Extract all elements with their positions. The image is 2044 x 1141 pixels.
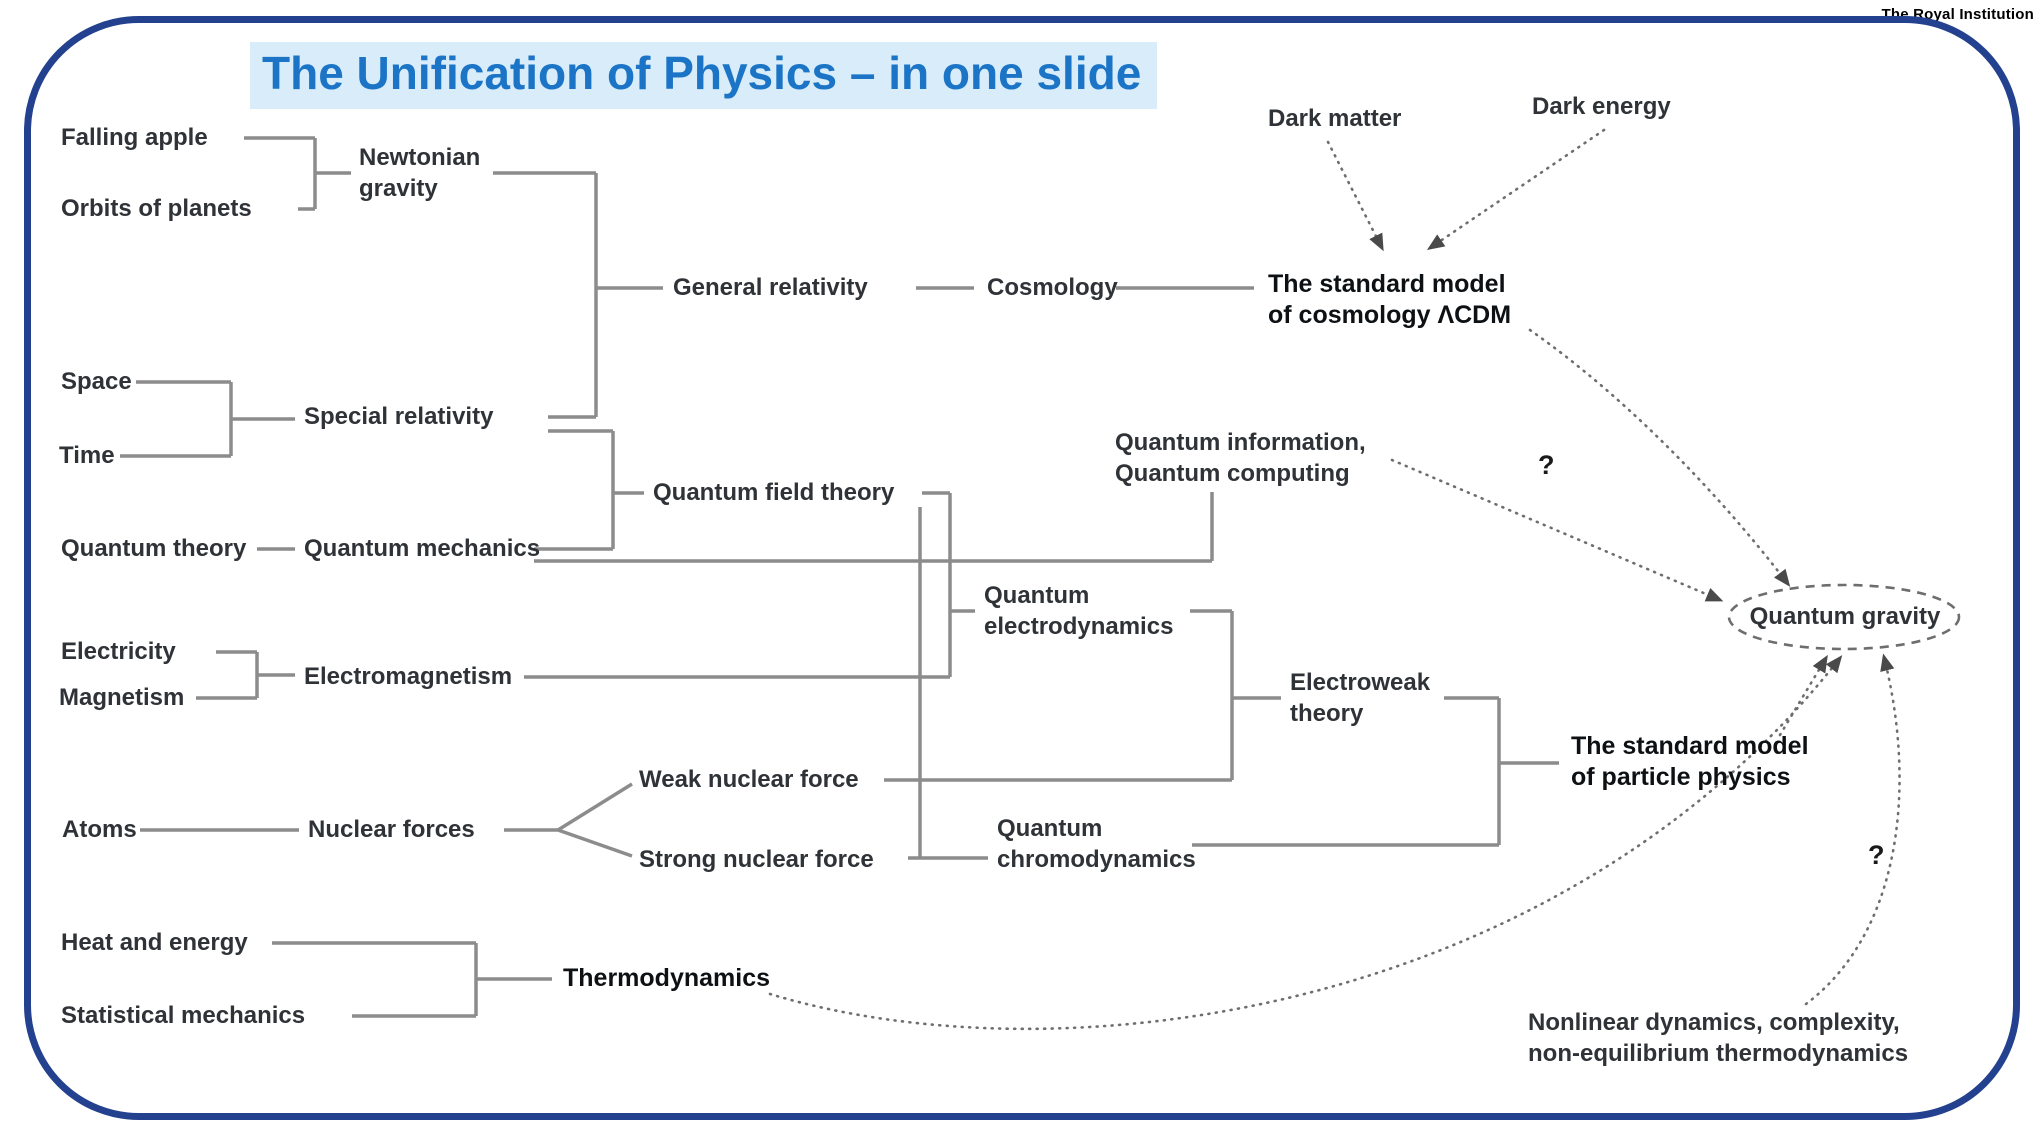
line-qed-weak-to-electroweak	[884, 609, 1281, 782]
node-electricity: Electricity	[61, 638, 176, 665]
node-dark-matter: Dark matter	[1268, 105, 1402, 132]
node-electromagnetism: Electromagnetism	[304, 663, 513, 690]
node-statistical-mechanics: Statistical mechanics	[61, 1002, 306, 1029]
node-quantum-theory: Quantum theory	[61, 535, 247, 562]
node-thermodynamics: Thermodynamics	[563, 964, 771, 992]
node-cosmology: Cosmology	[987, 274, 1118, 301]
node-quantum-chromodynamics: Quantum chromodynamics	[997, 815, 1196, 873]
line-qft-em-to-qed	[524, 491, 975, 679]
node-atoms: Atoms	[62, 816, 137, 843]
dotted-arrows	[768, 128, 1901, 1031]
quantum-gravity-ellipse	[1727, 583, 1961, 651]
node-orbits-of-planets: Orbits of planets	[61, 195, 252, 222]
node-quantum-gravity: Quantum gravity	[1749, 603, 1941, 630]
node-quantum-information: Quantum information, Quantum computing	[1115, 429, 1366, 487]
node-heat-and-energy: Heat and energy	[61, 929, 248, 956]
node-weak-nuclear-force: Weak nuclear force	[639, 766, 859, 793]
question-mark-nonlinear: ?	[1868, 840, 1885, 870]
node-general-relativity: General relativity	[673, 274, 868, 301]
line-electricity-magnetism-bracket	[196, 650, 295, 700]
line-sr-qm-to-qft	[534, 429, 644, 551]
line-newtonian-sr-to-gr	[493, 171, 663, 419]
arrow-smp-to-quantum-gravity	[1778, 654, 1828, 737]
line-space-time-bracket	[120, 380, 295, 458]
node-dark-energy: Dark energy	[1532, 93, 1671, 120]
slide-rounded-border	[24, 16, 2020, 1120]
arrow-dark-matter	[1326, 140, 1384, 252]
line-apple-orbits-bracket	[244, 136, 351, 211]
node-standard-model-cosmology: The standard model of cosmology ΛCDM	[1268, 270, 1512, 329]
node-space: Space	[61, 368, 132, 395]
node-nuclear-forces: Nuclear forces	[308, 816, 475, 843]
node-quantum-field-theory: Quantum field theory	[653, 479, 895, 506]
slide-title: The Unification of Physics – in one slid…	[250, 42, 1158, 109]
arrow-thermo-to-quantum-gravity	[768, 655, 1843, 1031]
node-quantum-electrodynamics: Quantum electrodynamics	[984, 582, 1174, 640]
node-falling-apple: Falling apple	[61, 124, 208, 151]
node-time: Time	[59, 442, 115, 469]
arrow-dark-energy	[1426, 128, 1606, 251]
node-strong-nuclear-force: Strong nuclear force	[639, 846, 874, 873]
question-mark-qinfo: ?	[1538, 450, 1555, 480]
node-magnetism: Magnetism	[59, 684, 185, 711]
node-newtonian-gravity: Newtonian gravity	[359, 144, 481, 202]
node-nonlinear-dynamics: Nonlinear dynamics, complexity, non-equi…	[1528, 1009, 1909, 1067]
node-special-relativity: Special relativity	[304, 403, 494, 430]
line-qm-to-quantum-information	[534, 492, 1214, 563]
node-standard-model-particle: The standard model of particle physics	[1571, 732, 1809, 791]
arrow-smc-to-quantum-gravity	[1528, 328, 1791, 587]
solid-connectors	[120, 136, 1559, 1018]
arrow-qinfo-to-quantum-gravity	[1390, 458, 1724, 602]
arrow-nonlinear-to-quantum-gravity	[1804, 653, 1901, 1006]
line-heat-statmech-bracket	[272, 941, 552, 1018]
line-electroweak-qcd-to-standard-model	[1192, 696, 1559, 847]
line-atoms-nuclear-fork	[140, 782, 633, 858]
node-electroweak-theory: Electroweak theory	[1290, 669, 1431, 727]
node-quantum-mechanics: Quantum mechanics	[304, 535, 541, 562]
